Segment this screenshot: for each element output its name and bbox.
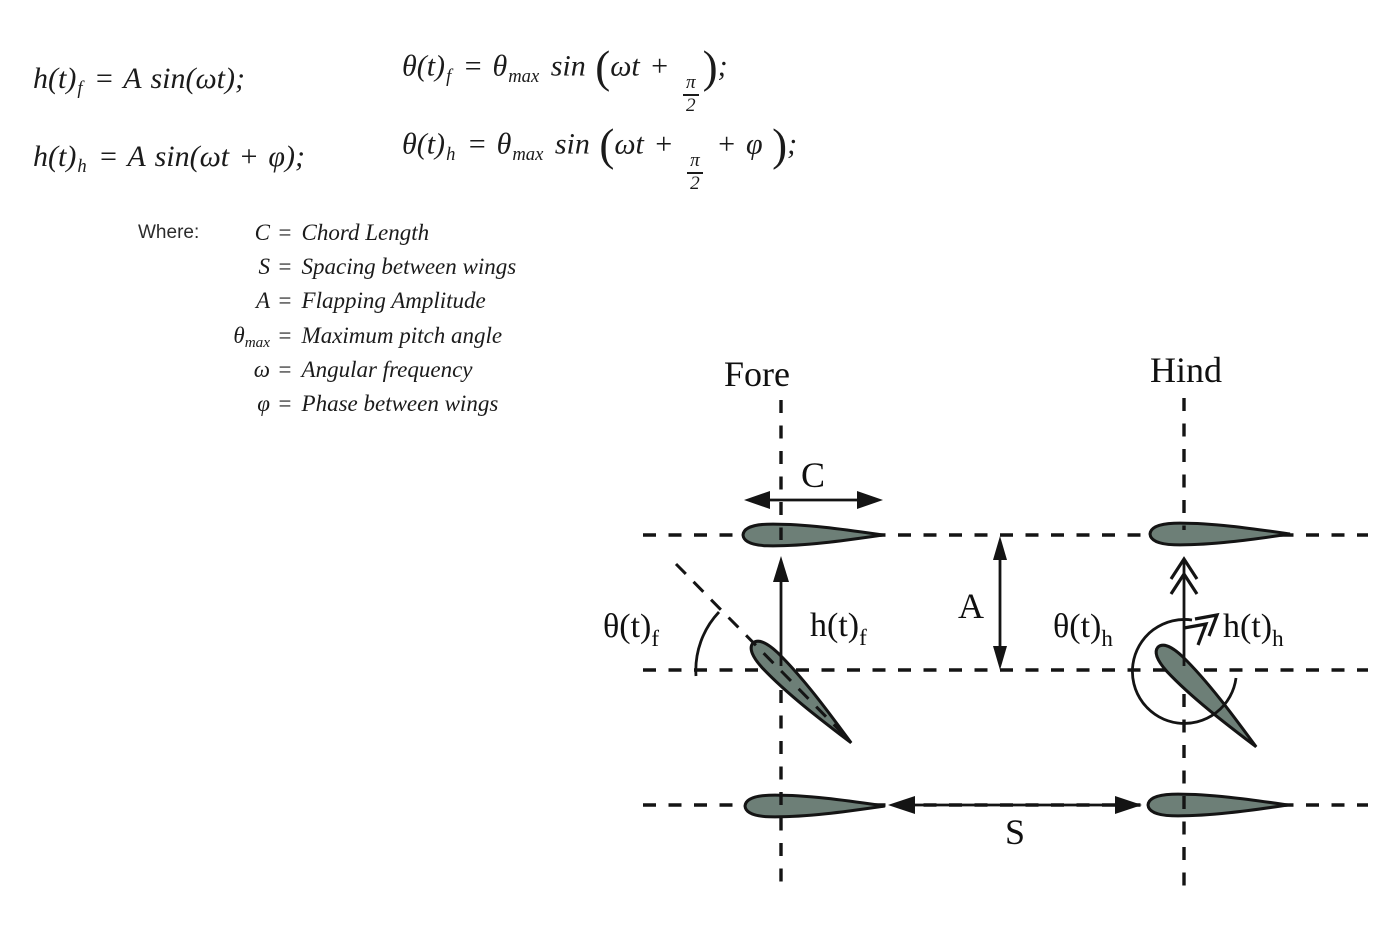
hind-heave-arrowhead-chevron-2 [1169,571,1199,595]
heave-fore-rhs: = A sin(ωt); [84,62,245,96]
equals-sign: = [277,356,293,382]
definition-row-amplitude: A = Flapping Amplitude [138,287,516,321]
hind-wing-label: Hind [1150,350,1222,390]
symbol-chord: C [254,220,270,245]
fore-chord-dashed-extension [674,562,848,739]
definition-chord: Chord Length [301,220,430,245]
pitch-hind-lhs: θ(t) [402,128,446,162]
pitch-fore-theta: = θ [453,50,508,84]
pitch-fore-argument: ωt + [610,50,679,84]
close-paren: ) [772,120,788,171]
symbol-omega: ω [253,356,270,382]
fore-bottom-airfoil [743,793,887,819]
hind-pitch-label: θ(t)h [1053,608,1113,651]
hind-pitch-rotation-arc [1131,618,1238,725]
definition-frequency: Angular frequency [301,356,473,382]
fraction-numerator: π [687,150,703,174]
pitch-fore-subscript: f [446,65,452,87]
definition-pitch-angle: Maximum pitch angle [301,322,503,348]
fraction-denominator: 2 [690,172,700,194]
pitch-fore-lhs: θ(t) [402,50,446,84]
equals-sign: = [277,288,293,314]
hind-pitched-airfoil [1148,637,1266,756]
equation-row-hind: h(t)h = A sin(ωt + φ); θ(t)h = θmax sin … [33,120,797,198]
pitch-hind-sin: sin [545,128,600,162]
where-label: Where: [138,222,200,243]
definition-row-phase: φ = Phase between wings [138,390,516,424]
hind-heave-label: h(t)h [1223,608,1284,651]
heave-fore-subscript: f [77,77,83,99]
pitch-hind-max-subscript: max [512,143,544,165]
hind-top-airfoil [1148,521,1292,547]
definition-row-chord: C = Chord Length [138,219,516,253]
heave-fore-lhs: h(t) [33,62,77,96]
pitch-hind-theta: = θ [457,128,512,162]
open-paren: ( [595,42,611,93]
pitch-fore-sin: sin [541,50,596,84]
definition-row-pitch-angle: θmax = Maximum pitch angle [138,322,516,356]
fraction-denominator: 2 [686,94,696,116]
heave-equation-hind: h(t)h = A sin(ωt + φ); [33,140,402,178]
fore-top-airfoil [741,522,885,548]
equals-sign: = [277,220,293,245]
heave-hind-lhs: h(t) [33,140,77,174]
fore-pitch-angle-arc [694,611,721,677]
definition-row-frequency: ω = Angular frequency [138,356,516,390]
where-block: Where: C=Chord Length S=Spacing between … [138,219,516,424]
fore-wing-label: Fore [724,354,790,394]
heave-equation-fore: h(t)f = A sin(ωt); [33,62,402,100]
pitch-hind-argument: ωt + [614,128,684,162]
amplitude-arrowhead-top [993,536,1007,560]
equals-sign: = [277,322,293,348]
definition-amplitude: Flapping Amplitude [301,288,486,314]
open-paren: ( [599,120,615,171]
spacing-label: S [1005,812,1025,852]
chord-label: C [801,455,825,495]
amplitude-label: A [958,586,984,626]
fraction-numerator: π [682,72,699,96]
symbol-phi: φ [257,390,270,416]
hind-rotation-arrowhead-chevron-2 [1183,621,1209,646]
hind-rotation-arrowhead-chevron-1 [1194,612,1220,637]
chord-arrowhead-right [857,491,883,509]
fore-pitch-label: θ(t)f [603,608,659,651]
hind-bottom-airfoil [1146,792,1290,818]
equations-block: h(t)f = A sin(ωt); θ(t)f = θmax sin (ωt … [33,42,797,198]
symbol-theta-max: θmax [233,322,270,351]
semicolon: ; [787,128,798,162]
pitch-hind-subscript: h [446,143,456,165]
amplitude-arrowhead-bottom [993,646,1007,670]
spacing-arrowhead-right [1115,796,1142,814]
semicolon: ; [717,50,728,84]
equals-sign: = [277,254,293,280]
heave-hind-subscript: h [77,155,87,177]
pitch-hind-phase-term: + φ [706,128,773,162]
equals-sign: = [277,390,293,416]
chord-arrowhead-left [744,491,770,509]
definition-spacing: Spacing between wings [301,254,517,280]
symbol-spacing: S [258,254,271,280]
fore-heave-arrowhead [773,556,789,582]
symbol-amplitude: A [255,288,270,314]
fore-heave-label: h(t)f [810,607,867,650]
definition-phase: Phase between wings [301,390,499,416]
pitch-fore-max-subscript: max [508,65,540,87]
definition-row-spacing: S= Spacing between wings [138,253,517,287]
heave-hind-rhs: = A sin(ωt + φ); [88,140,305,174]
hind-heave-arrowhead-chevron-1 [1169,556,1199,580]
equation-row-fore: h(t)f = A sin(ωt); θ(t)f = θmax sin (ωt … [33,42,797,120]
spacing-arrowhead-left [888,796,915,814]
close-paren: ) [702,42,718,93]
